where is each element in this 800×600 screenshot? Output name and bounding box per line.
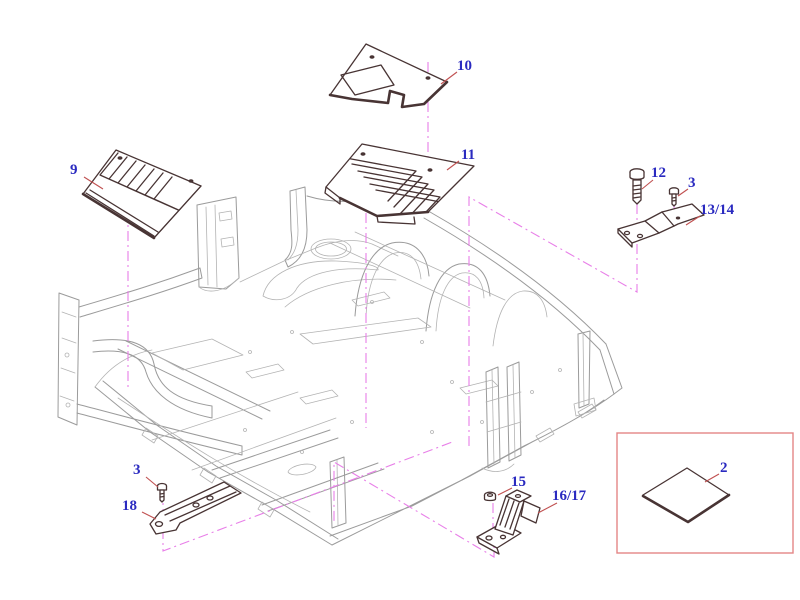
callout-18[interactable]: 18 — [122, 498, 137, 514]
part-18-bracket — [149, 481, 242, 535]
part-15-clip-nut — [483, 491, 497, 502]
callout-12[interactable]: 12 — [651, 165, 666, 181]
callout-13-14[interactable]: 13/14 — [700, 202, 735, 218]
part-10-cover-panel — [328, 43, 449, 109]
part-16-17-bracket — [476, 489, 541, 555]
callout-2[interactable]: 2 — [720, 460, 728, 476]
part-3-bolt-upper — [668, 187, 680, 207]
inset-box-part-2 — [616, 432, 794, 554]
part-9-heat-shield-panel — [81, 149, 202, 240]
callout-10[interactable]: 10 — [457, 58, 472, 74]
callout-11[interactable]: 11 — [461, 147, 476, 163]
callout-15[interactable]: 15 — [511, 474, 526, 490]
callout-9[interactable]: 9 — [70, 162, 78, 178]
part-3-bolt-lower — [156, 482, 168, 503]
part-13-14-bracket — [617, 203, 705, 248]
inset-box-border — [616, 432, 794, 554]
part-11-heat-shield-panel — [324, 143, 475, 225]
callout-3-lower[interactable]: 3 — [133, 462, 141, 478]
floor-assembly-body — [57, 186, 623, 546]
assembly-path-lines — [127, 62, 676, 558]
callout-3-upper[interactable]: 3 — [688, 175, 696, 191]
callout-leader-lines — [83, 71, 720, 520]
body-holes — [243, 300, 562, 454]
callout-16-17[interactable]: 16/17 — [552, 488, 587, 504]
part-12-bolt — [629, 168, 645, 205]
